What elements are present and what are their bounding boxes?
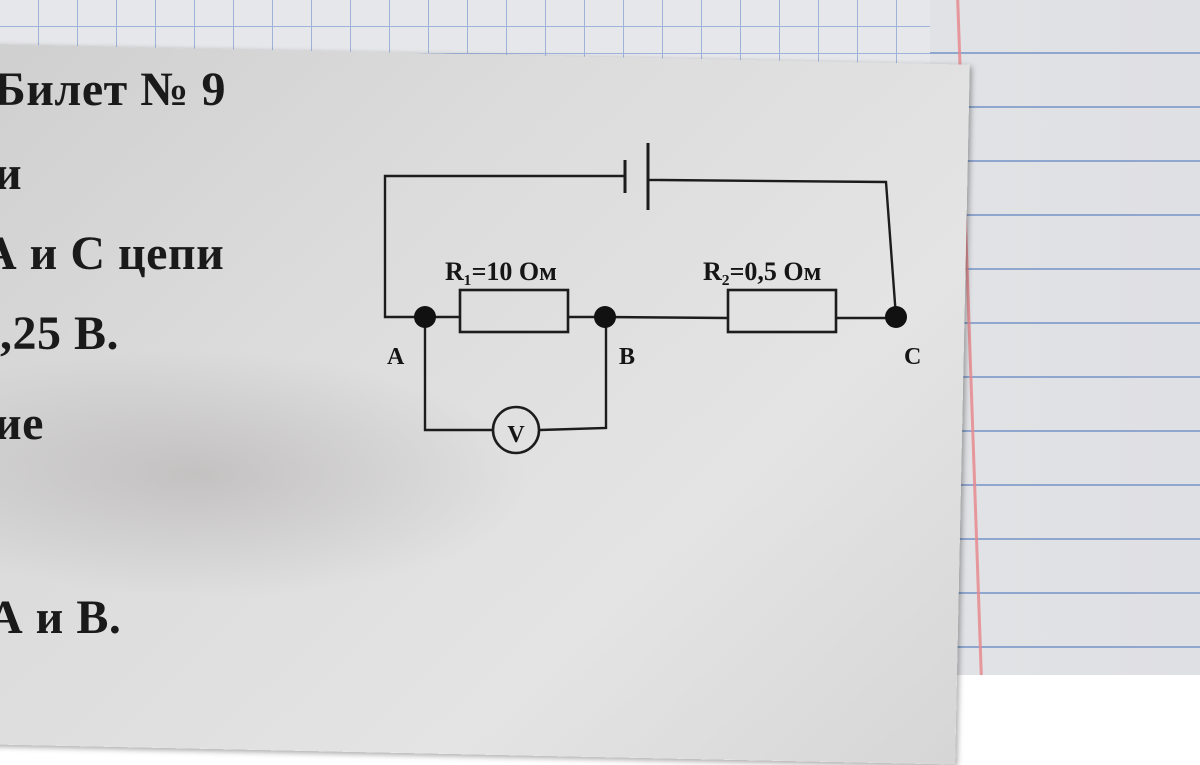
resistor-r2 bbox=[726, 288, 838, 334]
voltmeter-symbol: V bbox=[507, 422, 525, 448]
r2-label: R₂=0,5 Ом bbox=[703, 257, 821, 286]
wire-voltmeter-b bbox=[539, 317, 608, 432]
wires bbox=[383, 174, 898, 432]
text-line-2: и bbox=[0, 147, 23, 200]
wire-left-top bbox=[383, 174, 625, 319]
text-line-6: А и В. bbox=[0, 591, 122, 644]
node-b-dot bbox=[594, 306, 616, 328]
wire-right-top bbox=[659, 178, 898, 318]
node-a-dot bbox=[414, 306, 436, 328]
wire-a-voltmeter bbox=[423, 317, 492, 432]
resistor-r1 bbox=[458, 288, 570, 334]
node-b-label: B bbox=[619, 344, 635, 370]
voltmeter-icon bbox=[491, 405, 541, 455]
node-c-label: C bbox=[904, 344, 921, 370]
node-c-dot bbox=[885, 306, 907, 328]
text-line-5: ие bbox=[0, 397, 44, 450]
node-a-label: A bbox=[387, 344, 405, 370]
r1-label: R₁=10 Ом bbox=[445, 257, 557, 286]
text-line-3: А и С цепи bbox=[0, 227, 225, 280]
circuit-diagram: V R₁=10 Ом R₂=0,5 Ом A B C bbox=[383, 143, 921, 455]
ticket-title: Билет № 9 bbox=[0, 63, 226, 116]
wire-b-r2 bbox=[604, 315, 729, 320]
text-line-4: ,25 В. bbox=[0, 307, 120, 360]
